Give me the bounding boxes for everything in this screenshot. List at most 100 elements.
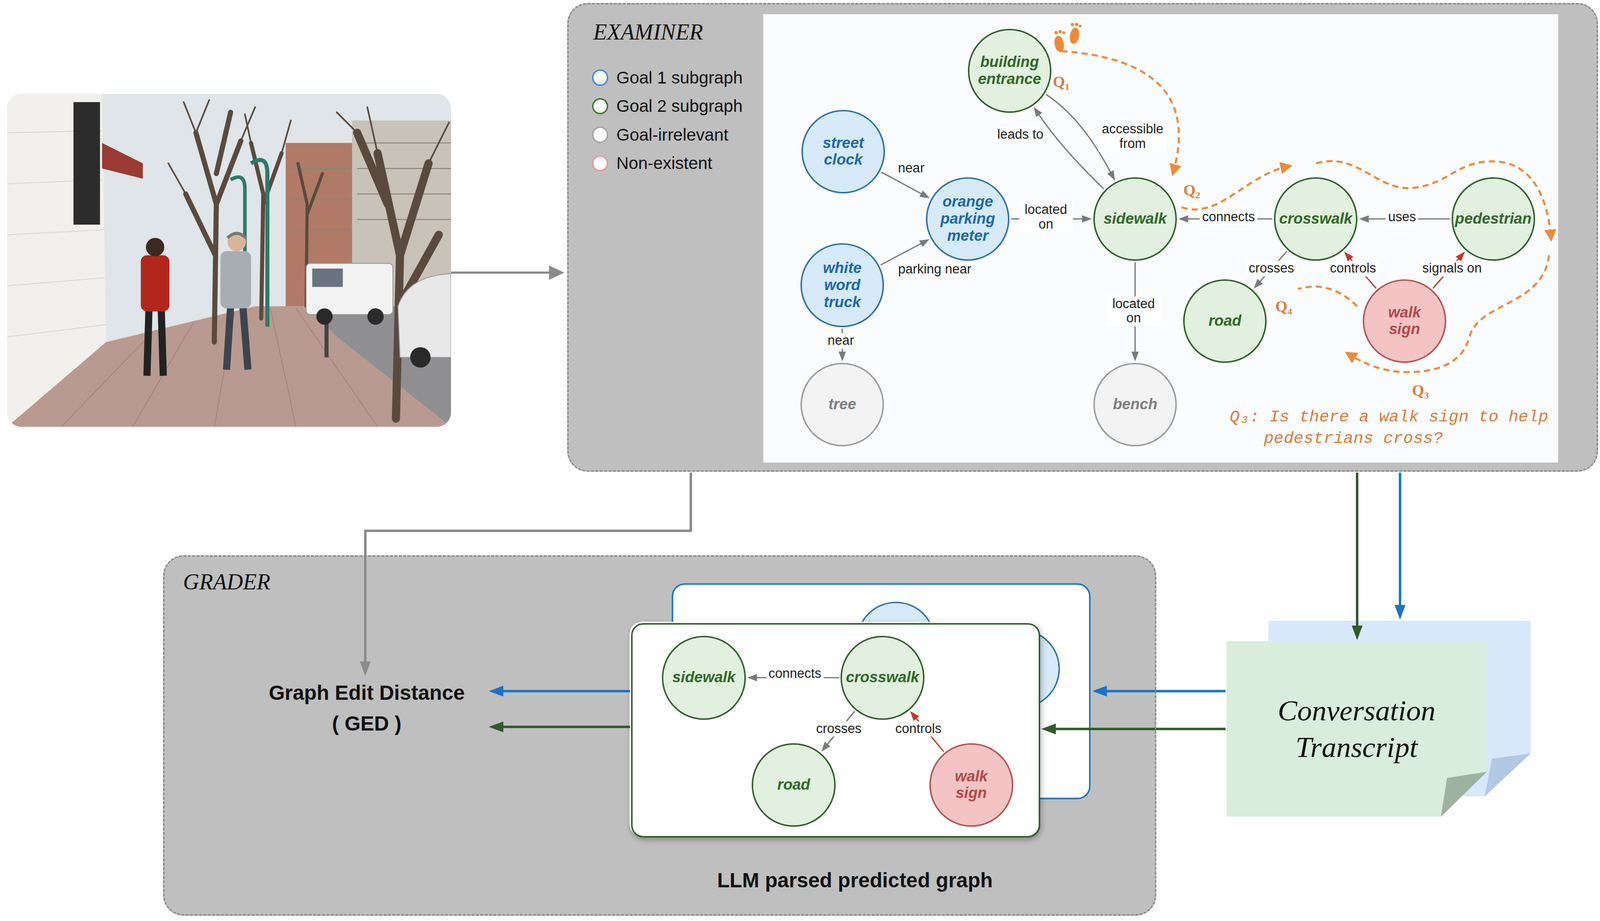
connector	[488, 721, 631, 733]
node-label: tree	[803, 395, 882, 413]
node-label: street clock	[804, 134, 883, 169]
arrowhead	[747, 673, 758, 681]
connector-line	[500, 725, 631, 728]
callout-number: Q₄	[1275, 297, 1293, 316]
concept-circle: street clock	[801, 109, 885, 194]
arrowhead	[910, 710, 920, 721]
connector-line	[1104, 689, 1226, 693]
arrowhead	[1131, 351, 1139, 362]
connector	[1092, 685, 1226, 697]
edge-label: connects	[1199, 209, 1258, 226]
edge-label: crosses	[813, 720, 864, 737]
legend-swatch	[592, 69, 609, 86]
concept-circle: pedestrian	[1451, 177, 1536, 261]
edge-label: signals on	[1419, 260, 1485, 277]
panel-heading: EXAMINER	[593, 19, 704, 45]
node-label: crosswalk	[1276, 210, 1355, 228]
concept-circle: road	[751, 742, 836, 827]
connector	[1351, 472, 1363, 640]
arrowhead	[1041, 723, 1056, 735]
arrowhead	[838, 351, 846, 362]
node-label: white word truck	[808, 259, 877, 311]
arrowhead	[359, 661, 371, 677]
grader-ground	[163, 554, 1156, 916]
legend-label: Non-existent	[616, 153, 713, 173]
concept-circle: sidewalk	[1093, 177, 1177, 261]
dashed-route	[1061, 51, 1551, 372]
connector	[1033, 106, 1105, 189]
concept-circle: walk sign	[1362, 279, 1447, 363]
arrowhead	[1033, 106, 1043, 118]
node-label: walk sign	[939, 767, 1004, 802]
legend-swatch	[592, 155, 609, 172]
concept-circle: orange parking meter	[925, 177, 1010, 261]
graph-canvas	[763, 14, 1559, 463]
connector-line	[1355, 472, 1359, 629]
arrowhead	[1178, 215, 1189, 223]
connector-line	[1398, 472, 1402, 608]
arrowhead	[1082, 215, 1092, 223]
node-label: bench	[1096, 395, 1175, 413]
arrowhead	[1358, 215, 1369, 223]
edge-label: connects	[766, 665, 824, 682]
connector	[1394, 472, 1406, 620]
concept-circle: white word truck	[800, 243, 884, 327]
arrowhead	[821, 741, 831, 752]
arrowhead	[488, 685, 504, 697]
ged-metric: Graph Edit Distance ( GED )	[266, 676, 468, 739]
edge-label: leads to	[994, 126, 1047, 143]
connector	[488, 685, 631, 697]
node-label: pedestrian	[1454, 210, 1533, 228]
callout-number: Q₃	[1412, 380, 1429, 399]
node-label: crosswalk	[843, 668, 922, 686]
edge-label: located on	[1107, 296, 1161, 327]
edge-label: located on	[1019, 202, 1073, 233]
examiner-ground	[567, 2, 1598, 472]
node-label: orange parking meter	[928, 193, 1007, 245]
street-photo	[7, 93, 452, 427]
connector	[880, 239, 930, 266]
edge-label: near	[825, 332, 857, 349]
connector	[1041, 723, 1226, 735]
concept-circle: bench	[1093, 362, 1177, 447]
edge-label: parking near	[895, 261, 974, 278]
concept-circle: building entrance	[967, 28, 1052, 113]
card-caption: LLM parsed predicted graph	[717, 868, 993, 892]
arrowhead	[1394, 604, 1406, 620]
edge-label: controls	[1327, 260, 1379, 277]
connector-line	[365, 472, 691, 665]
connector-line	[1038, 113, 1105, 189]
note-sheet	[1226, 640, 1487, 817]
arrowhead	[919, 239, 930, 247]
metric-text: Graph Edit Distance ( GED )	[266, 676, 468, 739]
concept-circle: crosswalk	[1273, 177, 1358, 261]
arrowhead	[1092, 685, 1108, 697]
transcript-note: Conversation Transcript	[1226, 640, 1487, 817]
edge-label: controls	[892, 720, 944, 737]
concept-circle: tree	[800, 362, 884, 447]
connector	[359, 472, 691, 677]
node-label: sidewalk	[664, 668, 743, 686]
node-label: sidewalk	[1096, 210, 1175, 228]
arrowhead	[488, 721, 504, 733]
question-text: Q₃: Is there a walk sign to help pedestr…	[1229, 406, 1560, 450]
arrowhead	[1344, 251, 1354, 262]
arrowhead	[919, 190, 930, 199]
legend-label: Goal 2 subgraph	[616, 96, 743, 116]
legend-swatch	[592, 98, 609, 115]
arrowhead	[1107, 170, 1115, 181]
edge-label: near	[895, 160, 927, 177]
concept-circle: crosswalk	[840, 635, 924, 719]
connector-line	[500, 689, 631, 693]
grader-panel: GRADER Graph Edit Distance ( GED ) LLM par…	[163, 554, 1156, 916]
input-arrow	[451, 265, 565, 280]
legend-label: Goal 1 subgraph	[616, 67, 743, 88]
footprints-icon	[1053, 22, 1082, 53]
edge-label: crosses	[1246, 260, 1297, 277]
panel-heading: GRADER	[183, 568, 271, 595]
connector-line	[1052, 727, 1226, 730]
arrowhead	[1253, 278, 1264, 289]
callout-number: Q₂	[1183, 180, 1201, 199]
concept-circle: road	[1183, 279, 1267, 363]
